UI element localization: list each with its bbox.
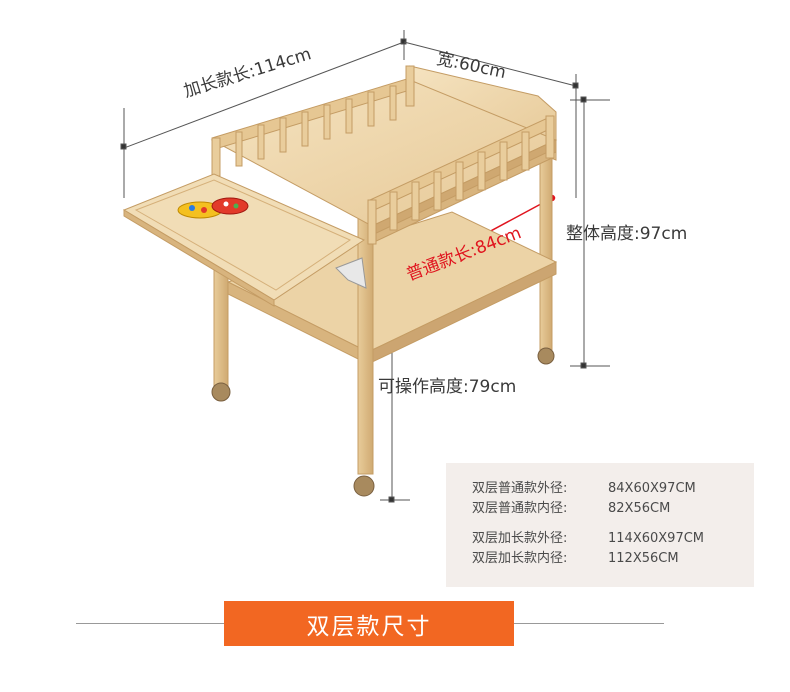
spec-value: 84X60X97CM xyxy=(608,481,696,496)
total-height-label: 整体高度:97cm xyxy=(566,224,688,244)
spec-value: 114X60X97CM xyxy=(608,531,705,546)
spec-row: 双层普通款内径: 82X56CM xyxy=(472,499,754,519)
spec-value: 112X56CM xyxy=(608,551,679,566)
operable-height-label: 可操作高度:79cm xyxy=(378,377,517,397)
spec-key: 双层普通款外径: xyxy=(472,481,568,496)
spec-key: 双层加长款内径: xyxy=(472,551,568,566)
wheels xyxy=(211,347,555,497)
spec-box: 双层普通款外径: 84X60X97CM 双层普通款内径: 82X56CM 双层加… xyxy=(446,463,754,587)
spec-key: 双层加长款外径: xyxy=(472,531,568,546)
section-title: 双层款尺寸 xyxy=(224,601,514,646)
title-divider-right xyxy=(514,623,664,624)
toy-phone-icon xyxy=(177,197,249,219)
spec-value: 82X56CM xyxy=(608,501,671,516)
spec-gap xyxy=(472,519,754,529)
spec-row: 双层加长款内径: 112X56CM xyxy=(472,549,754,569)
title-divider-left xyxy=(76,623,224,624)
spec-row: 双层普通款外径: 84X60X97CM xyxy=(472,479,754,499)
changing-table xyxy=(122,65,558,475)
spec-key: 双层普通款内径: xyxy=(472,501,568,516)
spec-row: 双层加长款外径: 114X60X97CM xyxy=(472,529,754,549)
